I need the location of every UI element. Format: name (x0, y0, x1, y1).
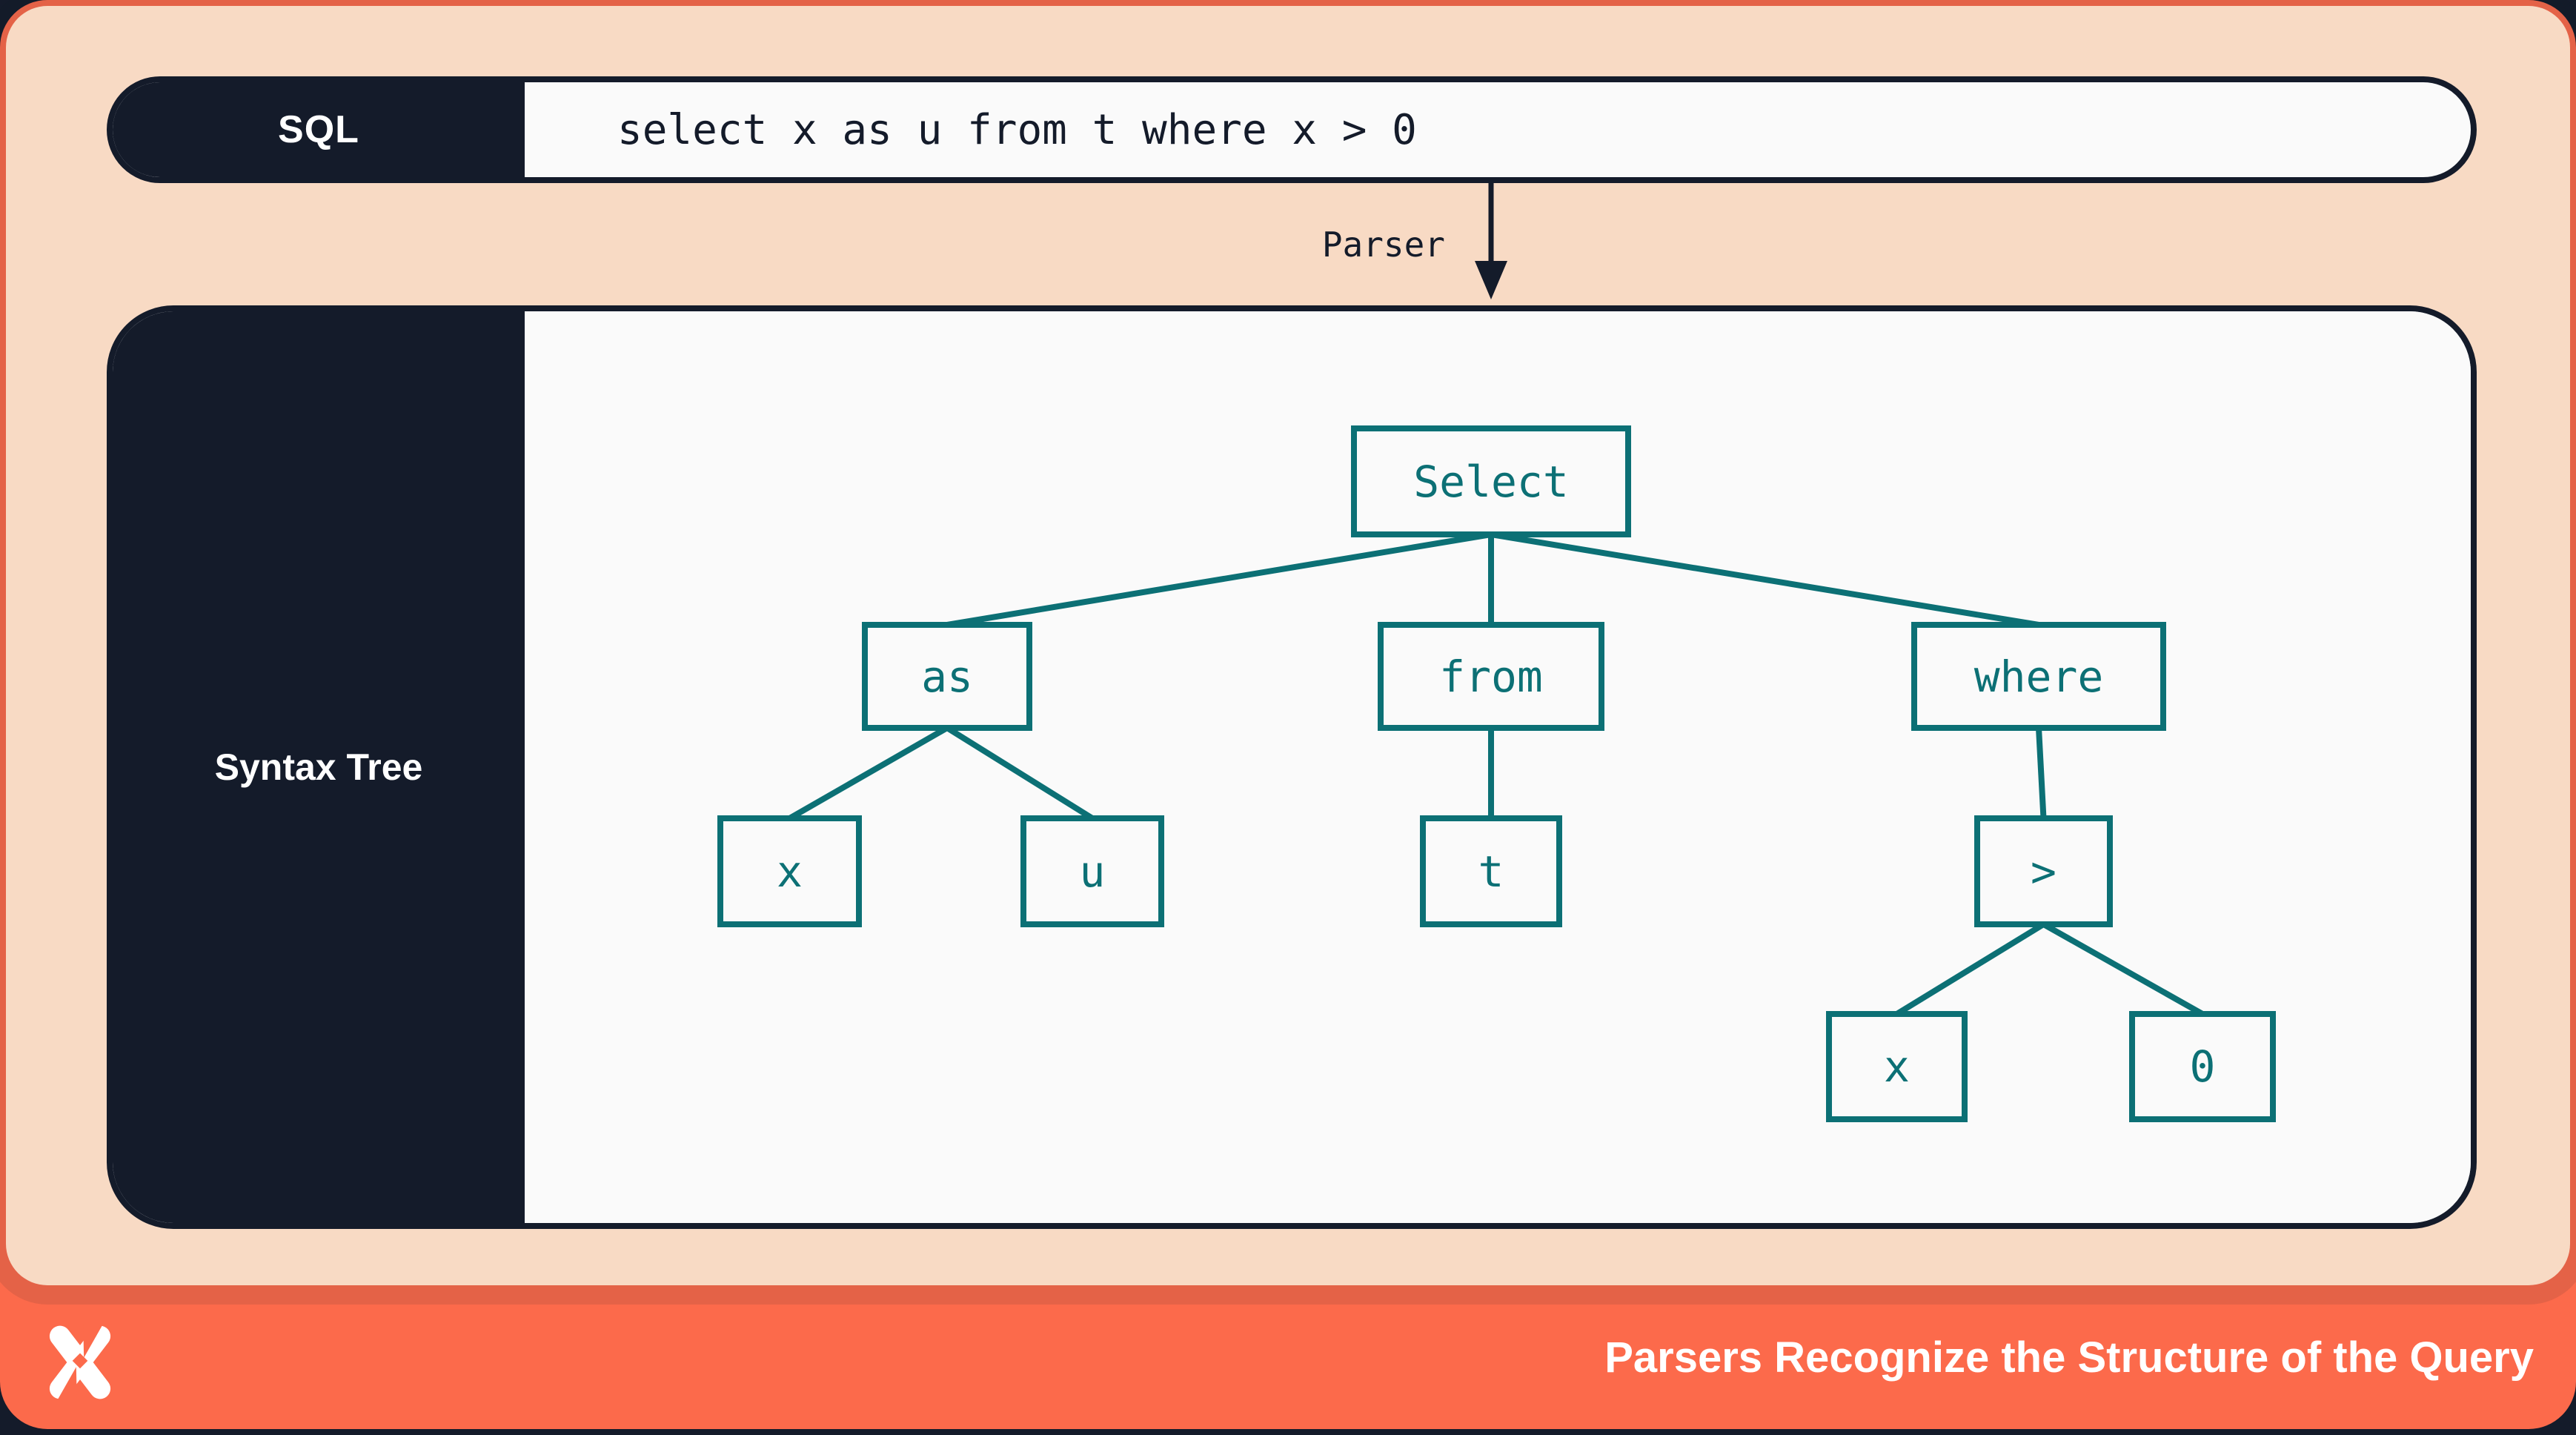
parser-label: Parser (1321, 225, 1445, 265)
sql-query-text: select x as u from t where x > 0 (617, 105, 1417, 154)
tree-node-x1: x (717, 815, 862, 927)
tree-node-t: t (1420, 815, 1562, 927)
sql-bar-label: SQL (113, 82, 525, 177)
tree-node-where: where (1911, 622, 2166, 731)
tree-node-zero: 0 (2129, 1011, 2276, 1122)
sql-bar: SQL select x as u from t where x > 0 (107, 76, 2477, 183)
slide-title: Parsers Recognize the Structure of the Q… (1604, 1333, 2534, 1382)
syntax-tree-label: Syntax Tree (113, 311, 525, 1223)
tree-node-as: as (862, 622, 1032, 731)
tree-node-from: from (1378, 622, 1604, 731)
tree-node-select: Select (1351, 425, 1631, 537)
syntax-tree-box: Syntax Tree (107, 305, 2477, 1229)
tree-node-u: u (1020, 815, 1164, 927)
tree-node-x2: x (1826, 1011, 1968, 1122)
x-mark-logo-icon (49, 1324, 111, 1401)
tree-node-gt: > (1974, 815, 2113, 927)
